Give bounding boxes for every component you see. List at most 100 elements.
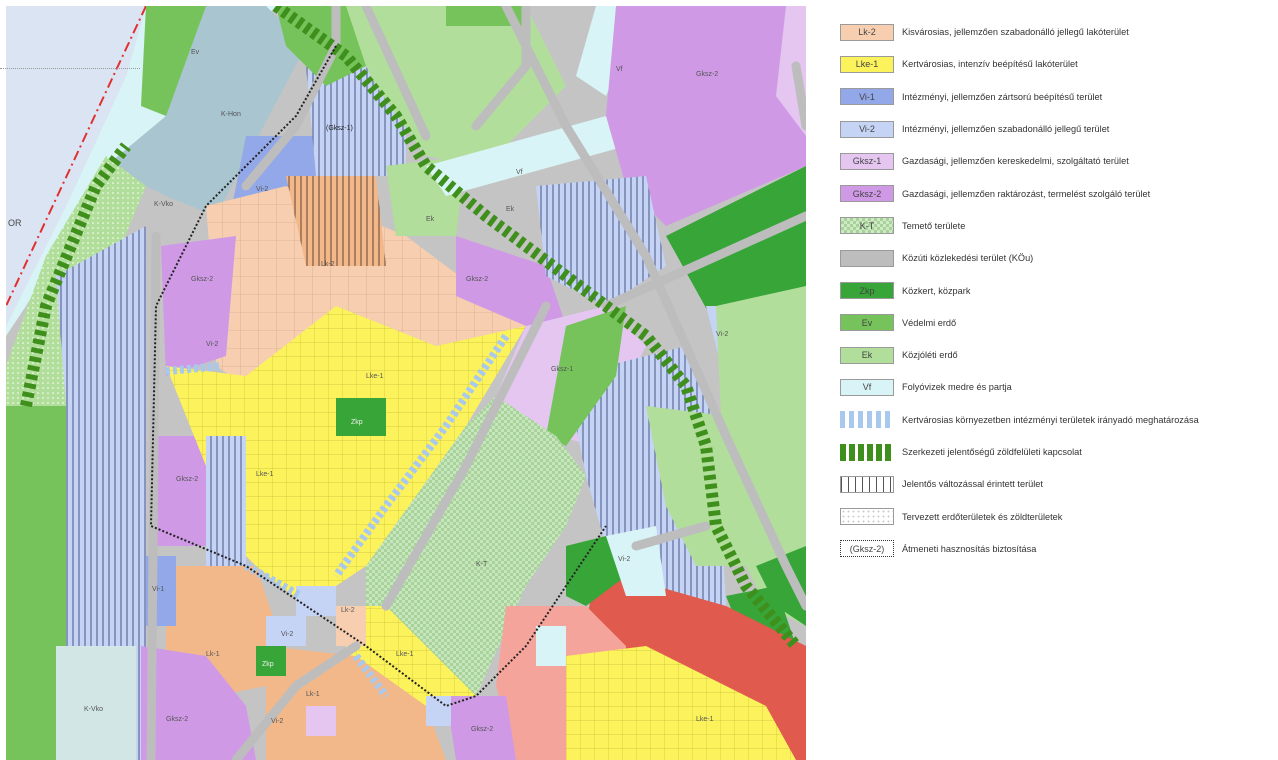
legend-label: Jelentős változással érintett terület [902, 479, 1043, 490]
legend-code: Vi-2 [859, 124, 875, 135]
legend-item: Kertvárosias környezetben intézményi ter… [830, 404, 1270, 436]
legend-item: Tervezett erdőterületek és zöldterületek [830, 500, 1270, 532]
map-label: K-Hon [221, 111, 241, 118]
map-label: Lk-2 [321, 261, 335, 268]
legend-swatch: Zkp [840, 282, 894, 300]
map-canvas: OR K-Hon K-Vko K-Vko (Gksz-1) Vi-2 Vi-2 … [6, 6, 806, 760]
legend-code: Gksz-1 [852, 156, 882, 167]
map-label: Vf [616, 66, 623, 73]
legend-label: Kertvárosias környezetben intézményi ter… [902, 414, 1199, 425]
legend-swatch: Lk-2 [840, 23, 894, 41]
legend-label: Intézményi, jellemzően szabadonálló jell… [902, 124, 1110, 135]
legend-label: Intézményi, jellemzően zártsorú beépítés… [902, 91, 1103, 102]
leader-line [0, 68, 140, 69]
legend-code: Zkp [859, 285, 875, 296]
legend-code: K-T [859, 220, 875, 231]
map-label: Gksz-2 [466, 276, 488, 283]
legend-swatch [840, 249, 894, 267]
map-label: OR [8, 218, 22, 228]
legend-swatch: Lke-1 [840, 55, 894, 73]
zoning-map[interactable]: OR K-Hon K-Vko K-Vko (Gksz-1) Vi-2 Vi-2 … [6, 6, 806, 760]
map-label: Zkp [262, 661, 274, 668]
legend-item: Vi-1 Intézményi, jellemzően zártsorú beép… [830, 81, 1270, 113]
map-label: Vi-2 [716, 331, 728, 338]
map-label: Gksz-2 [166, 716, 188, 723]
legend-label: Közúti közlekedési terület (KÖu) [902, 253, 1034, 264]
legend-label: Tervezett erdőterületek és zöldterületek [902, 511, 1063, 522]
legend-item: Szerkezeti jelentőségű zöldfelületi kapc… [830, 436, 1270, 468]
map-label: Lk-2 [341, 607, 355, 614]
legend-label: Temető területe [902, 220, 966, 231]
map-label: Gksz-2 [471, 726, 493, 733]
legend-label: Védelmi erdő [902, 317, 957, 328]
map-label: Vi-1 [152, 586, 164, 593]
legend-item: Gksz-1 Gazdasági, jellemzően kereskedelmi… [830, 145, 1270, 177]
legend-label: Szerkezeti jelentőségű zöldfelületi kapc… [902, 447, 1082, 457]
legend-code: Vf [862, 382, 872, 393]
map-label: Gksz-1 [551, 366, 573, 373]
legend-label: Gazdasági, jellemzően kereskedelmi, szol… [902, 156, 1129, 167]
legend-label: Folyóvizek medre és partja [902, 382, 1012, 393]
legend-item: Közúti közlekedési terület (KÖu) [830, 242, 1270, 274]
legend-label: Gazdasági, jellemzően raktározást, terme… [902, 188, 1151, 199]
map-label: Vi-2 [281, 631, 293, 638]
legend-code: Gksz-2 [852, 188, 882, 199]
legend-code: Ek [861, 350, 873, 361]
map-label: Vi-2 [618, 556, 630, 563]
legend-item: Lk-2 Kisvárosias, jellemzően szabadonálló… [830, 16, 1270, 48]
legend-swatch: K-T [840, 217, 894, 235]
legend-swatch: Gksz-1 [840, 152, 894, 170]
map-label: Ev [191, 49, 200, 56]
legend-item: Jelentős változással érintett terület [830, 468, 1270, 500]
legend-swatch: Vf [840, 378, 894, 396]
legend-swatch: Ev [840, 314, 894, 332]
legend-item: Vi-2 Intézményi, jellemzően szabadonálló … [830, 113, 1270, 145]
legend-swatch: Gksz-2 [840, 185, 894, 203]
legend-item: Vf Folyóvizek medre és partja [830, 371, 1270, 403]
map-label: K-T [476, 561, 488, 568]
legend-swatch: (Gksz-2) [840, 540, 894, 558]
map-label: Lke-1 [696, 716, 714, 723]
map-label: Vi-2 [271, 718, 283, 725]
legend-item: Gksz-2 Gazdasági, jellemzően raktározást,… [830, 177, 1270, 209]
legend-code: Lk-2 [858, 27, 876, 38]
legend-swatch [840, 475, 894, 493]
map-label: Vi-2 [206, 341, 218, 348]
legend-item: (Gksz-2) Átmeneti hasznosítás biztosítása [830, 533, 1270, 565]
legend-swatch: Ek [840, 346, 894, 364]
legend-swatch: Vi-2 [840, 120, 894, 138]
map-label: Lke-1 [366, 373, 384, 380]
legend-code: (Gksz-2) [849, 543, 885, 554]
map-label: Lke-1 [256, 471, 274, 478]
legend-label: Kertvárosias, intenzív beépítésű lakóter… [902, 59, 1078, 70]
legend-swatch [840, 411, 894, 429]
legend-item: Ek Közjóléti erdő [830, 339, 1270, 371]
legend-item: Ev Védelmi erdő [830, 307, 1270, 339]
map-label: Gksz-2 [176, 476, 198, 483]
map-legend: Lk-2 Kisvárosias, jellemzően szabadonálló… [830, 16, 1270, 565]
legend-swatch: Vi-1 [840, 88, 894, 106]
legend-label: Közjóléti erdő [902, 350, 958, 361]
legend-swatch [840, 508, 894, 526]
legend-label: Kisvárosias, jellemzően szabadonálló jel… [902, 27, 1129, 38]
legend-swatch [840, 443, 894, 461]
map-label: Vi-2 [256, 186, 268, 193]
map-label: Lke-1 [396, 651, 414, 658]
map-label: Vf [516, 169, 523, 176]
map-label: Zkp [351, 419, 363, 426]
map-label: Ek [506, 206, 515, 213]
map-label: Gksz-2 [191, 276, 213, 283]
map-label: Gksz-2 [696, 71, 718, 78]
legend-code: Ev [861, 317, 873, 328]
legend-label: Közkert, közpark [902, 285, 971, 296]
legend-code: Lke-1 [855, 59, 879, 70]
legend-item: Zkp Közkert, közpark [830, 274, 1270, 306]
map-label: K-Vko [154, 201, 173, 208]
map-label: Lk-1 [306, 691, 320, 698]
map-label: K-Vko [84, 706, 103, 713]
legend-label: Átmeneti hasznosítás biztosítása [902, 543, 1037, 554]
legend-code: Vi-1 [859, 91, 875, 102]
legend-item: K-T Temető területe [830, 210, 1270, 242]
map-label: Lk-1 [206, 651, 220, 658]
map-label: (Gksz-1) [326, 125, 353, 132]
